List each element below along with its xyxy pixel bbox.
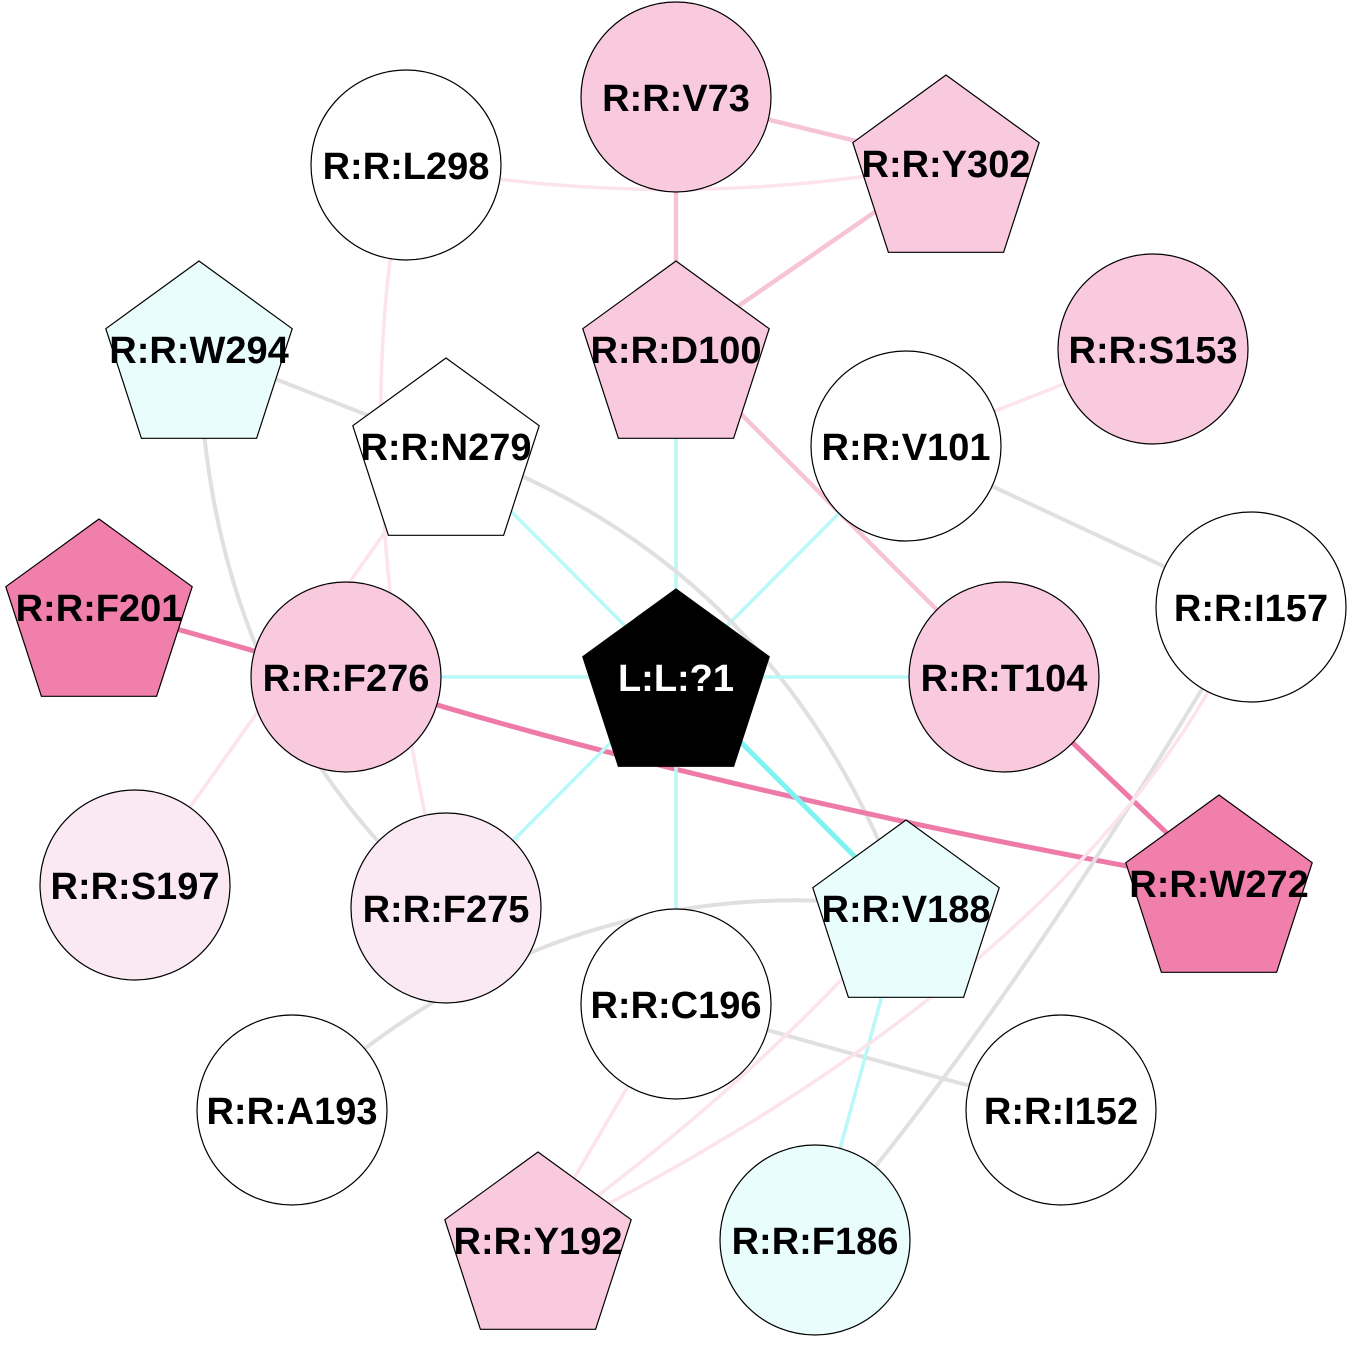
node-l1[interactable]: L:L:?1 [582,588,770,767]
node-w294[interactable]: R:R:W294 [105,260,293,439]
edge-i157-y192 [537,606,1253,1242]
node-circle [810,350,1002,542]
node-label: R:R:N279 [360,427,531,469]
node-label: R:R:W294 [109,330,288,372]
node-l298[interactable]: R:R:L298 [310,69,502,261]
node-circle [39,789,231,981]
node-label: R:R:L298 [323,146,490,188]
node-circle [1155,511,1347,703]
edge-l298-f275 [378,164,448,909]
node-n279[interactable]: R:R:N279 [352,357,540,536]
node-w272[interactable]: R:R:W272 [1125,794,1313,973]
node-t104[interactable]: R:R:T104 [908,581,1100,773]
node-a193[interactable]: R:R:A193 [196,1014,388,1206]
node-label: R:R:F186 [732,1221,899,1263]
node-pentagon [582,260,770,439]
node-pentagon [444,1151,632,1330]
node-label: R:R:D100 [590,330,761,372]
node-label: R:R:S197 [51,866,220,908]
node-i152[interactable]: R:R:I152 [965,1014,1157,1206]
node-pentagon [852,74,1040,253]
node-pentagon [582,588,770,767]
node-label: R:R:V188 [822,889,991,931]
node-label: R:R:W272 [1129,864,1308,906]
node-label: R:R:F275 [363,889,530,931]
node-s197[interactable]: R:R:S197 [39,789,231,981]
node-label: R:R:S153 [1069,330,1238,372]
node-v188[interactable]: R:R:V188 [812,819,1000,998]
node-pentagon [1125,794,1313,973]
node-f275[interactable]: R:R:F275 [350,812,542,1004]
node-d100[interactable]: R:R:D100 [582,260,770,439]
node-y302[interactable]: R:R:Y302 [852,74,1040,253]
node-label: R:R:I157 [1174,588,1328,630]
node-circle [250,581,442,773]
node-circle [965,1014,1157,1206]
node-pentagon [5,518,193,697]
node-label: R:R:V73 [602,78,750,120]
node-c196[interactable]: R:R:C196 [580,908,772,1100]
node-label: R:R:A193 [206,1091,377,1133]
node-label: R:R:F276 [263,658,430,700]
node-circle [908,581,1100,773]
node-pentagon [105,260,293,439]
node-pentagon [812,819,1000,998]
node-circle [580,1,772,193]
node-label: R:R:I152 [984,1091,1138,1133]
node-circle [196,1014,388,1206]
node-v101[interactable]: R:R:V101 [810,350,1002,542]
node-label: R:R:Y192 [454,1221,623,1263]
node-label: R:R:T104 [921,658,1088,700]
node-v73[interactable]: R:R:V73 [580,1,772,193]
node-label: L:L:?1 [618,658,734,700]
node-circle [1057,253,1249,445]
node-label: R:R:Y302 [862,144,1031,186]
node-label: R:R:C196 [590,985,761,1027]
node-pentagon [352,357,540,536]
node-f276[interactable]: R:R:F276 [250,581,442,773]
node-s153[interactable]: R:R:S153 [1057,253,1249,445]
node-label: R:R:F201 [16,588,183,630]
node-f201[interactable]: R:R:F201 [5,518,193,697]
node-label: R:R:V101 [822,427,991,469]
node-i157[interactable]: R:R:I157 [1155,511,1347,703]
node-circle [350,812,542,1004]
node-circle [580,908,772,1100]
node-circle [719,1144,911,1336]
edge-a193-v188 [290,898,907,1112]
node-circle [310,69,502,261]
node-f186[interactable]: R:R:F186 [719,1144,911,1336]
edge-f276-w272 [345,674,1220,886]
node-y192[interactable]: R:R:Y192 [444,1151,632,1330]
